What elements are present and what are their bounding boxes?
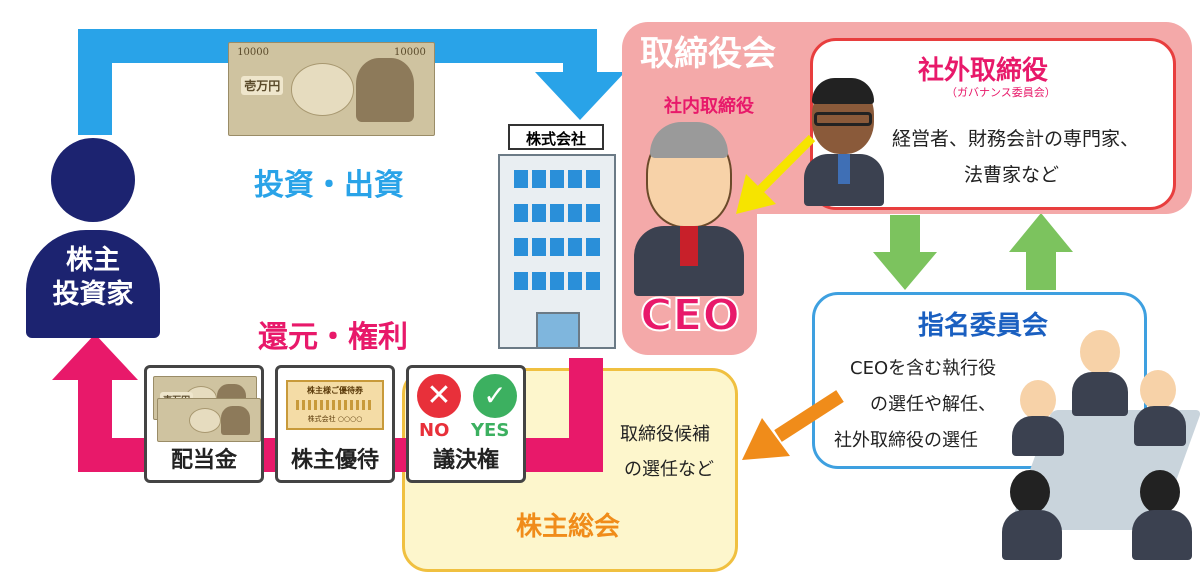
dividend-banknote-image-2 [157,398,261,442]
agm-desc-line1: 取締役候補 [620,424,710,445]
invest-flow-label: 投資・出資 [254,168,404,203]
shareholder-label-line2: 投資家 [52,279,134,310]
yes-label: YES [471,420,510,441]
outside-director-illustration [804,78,884,206]
no-icon: ✕ [417,374,461,418]
shareholder-body [26,230,160,338]
dividend-card: 壱万円 配当金 [144,365,264,483]
dividend-label: 配当金 [170,448,237,473]
voucher-title: 株主様ご優待券 [307,386,363,395]
bill-kanji: 壱万円 [241,76,284,96]
shareholder-figure: 株主 投資家 [8,138,178,338]
agm-desc-line2: の選任など [624,459,714,480]
outside-directors-desc-line2: 法曹家など [964,164,1060,186]
outside-directors-title: 社外取締役 [918,56,1049,86]
shareholder-head-icon [51,138,135,222]
voting-rights-card: ✕ ✓ NO YES 議決権 [406,365,526,483]
outside-directors-subtitle: （ガバナンス委員会） [946,86,1056,99]
shareholder-label-line1: 株主 [66,245,120,276]
oversight-arrow [736,134,816,214]
voucher-company: 株式会社 ○○○○ [307,415,363,423]
voting-rights-label: 議決権 [432,448,499,473]
banknote-image: 10000 10000 壱万円 [228,42,435,136]
nomination-to-board-arrow [1009,213,1073,290]
nomination-desc-line1: CEOを含む執行役 [850,358,997,379]
nomination-committee-title: 指名委員会 [918,311,1049,341]
nomination-desc-line2: の選任や解任、 [870,394,996,415]
nomination-desc-line3: 社外取締役の選任 [834,430,978,451]
bill-denomination-right: 10000 [394,46,426,58]
ceo-label: CEO [639,289,741,342]
board-title: 取締役会 [640,34,776,74]
no-label: NO [419,420,450,441]
bill-denomination: 10000 [237,46,269,58]
return-flow-label: 還元・権利 [258,320,408,355]
voucher-image: 株主様ご優待券 株式会社 ○○○○ [286,380,384,430]
shareholder-benefit-label: 株主優待 [290,448,379,473]
inside-director-label: 社内取締役 [664,96,754,117]
company-sign: 株式会社 [508,124,604,150]
shareholder-benefit-card: 株主様ご優待券 株式会社 ○○○○ 株主優待 [275,365,395,483]
outside-directors-desc-line1: 経営者、財務会計の専門家、 [892,128,1140,150]
board-to-nomination-arrow [873,215,937,290]
agm-title: 株主総会 [516,512,621,542]
yes-icon: ✓ [473,374,517,418]
nomination-to-agm-arrow [742,390,844,460]
meeting-illustration [1000,320,1200,575]
ceo-illustration [634,122,744,297]
company-building: 株式会社 [498,124,616,349]
